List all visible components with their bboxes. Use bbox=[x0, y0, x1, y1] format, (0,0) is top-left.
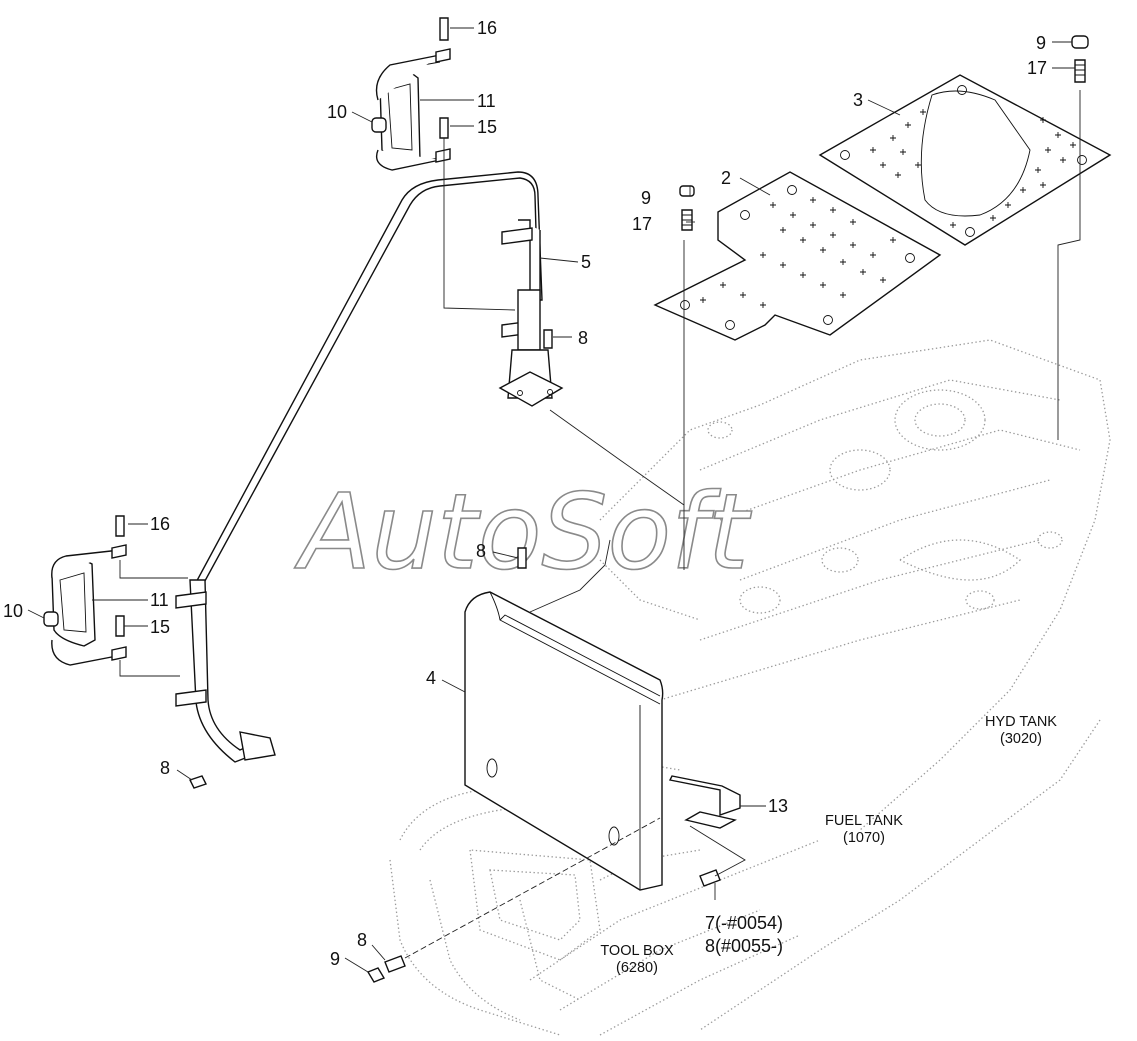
callout-10-bottom: 10 bbox=[3, 601, 23, 621]
bottom-fasteners bbox=[366, 955, 406, 983]
callout-17-right: 17 bbox=[1027, 58, 1047, 78]
callout-8-box: 8 bbox=[476, 541, 486, 561]
callout-5: 5 bbox=[581, 252, 591, 272]
part-13-bracket bbox=[668, 775, 741, 887]
callout-8-serial: 8(#0055-) bbox=[705, 936, 783, 956]
plate-fasteners bbox=[679, 35, 1089, 231]
callout-11-bottom: 11 bbox=[150, 590, 169, 610]
fuel-tank-label: FUEL TANK bbox=[825, 813, 903, 829]
callout-16-bottom: 16 bbox=[150, 514, 170, 534]
callout-3: 3 bbox=[853, 90, 863, 110]
part-4-panel bbox=[464, 547, 664, 891]
lower-handrail-and-mirror bbox=[43, 515, 276, 789]
top-mirror-assembly bbox=[371, 17, 451, 171]
part-2-plate bbox=[653, 171, 942, 341]
callout-17-plate: 17 bbox=[632, 214, 652, 234]
callout-4: 4 bbox=[426, 668, 436, 688]
callout-16-top: 16 bbox=[477, 18, 497, 38]
callout-8-mid: 8 bbox=[578, 328, 588, 348]
callout-9-plate: 9 bbox=[641, 188, 651, 208]
hyd-tank-code: (3020) bbox=[1000, 731, 1042, 747]
callout-15-bottom: 15 bbox=[150, 617, 170, 637]
part-5-handrail bbox=[191, 171, 564, 591]
leader-lines bbox=[27, 27, 1081, 973]
fuel-tank-code: (1070) bbox=[843, 830, 885, 846]
tool-box-code: (6280) bbox=[616, 960, 658, 976]
callout-10-top: 10 bbox=[327, 102, 347, 122]
callout-8-left: 8 bbox=[160, 758, 170, 778]
callout-2: 2 bbox=[721, 168, 731, 188]
callout-labels: 16 11 10 15 5 8 9 17 2 3 9 17 16 10 11 1… bbox=[3, 18, 1047, 969]
callout-11-top: 11 bbox=[477, 91, 496, 111]
part-3-plate bbox=[818, 74, 1112, 246]
callout-8-bottom: 8 bbox=[357, 930, 367, 950]
hyd-tank-label: HYD TANK bbox=[985, 714, 1057, 730]
background-machine-outline bbox=[389, 339, 1111, 1036]
callout-13: 13 bbox=[768, 796, 788, 816]
callout-9-right: 9 bbox=[1036, 33, 1046, 53]
callout-9-bottom: 9 bbox=[330, 949, 340, 969]
callout-7-serial: 7(-#0054) bbox=[705, 913, 783, 933]
tool-box-label: TOOL BOX bbox=[600, 943, 674, 959]
watermark-text: AutoSoft bbox=[294, 471, 752, 593]
reference-labels: HYD TANK (3020) FUEL TANK (1070) TOOL BO… bbox=[600, 714, 1057, 976]
callout-15-top: 15 bbox=[477, 117, 497, 137]
